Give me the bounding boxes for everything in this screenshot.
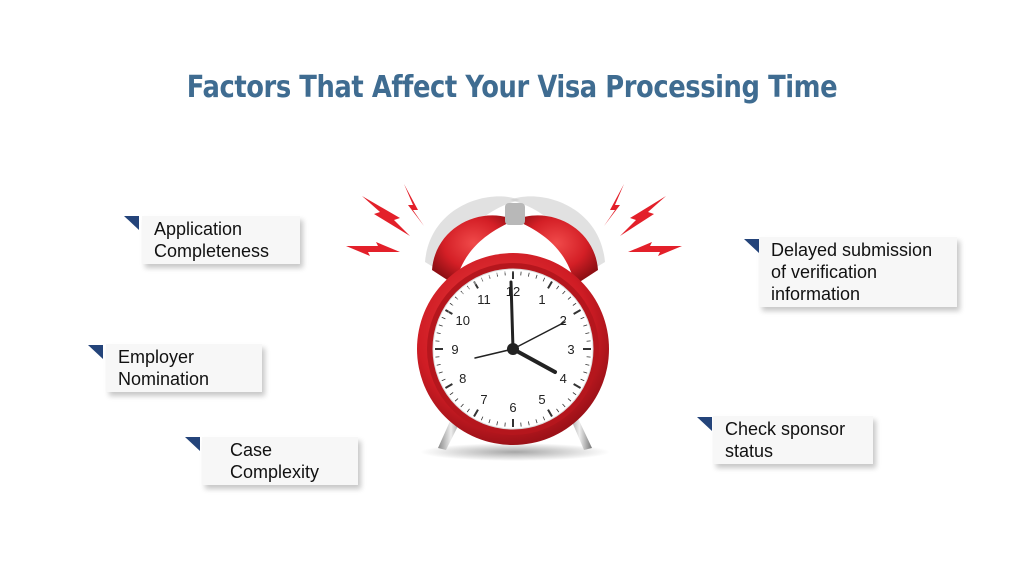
- clock-tick: [466, 408, 470, 413]
- ringing-bolts-right-icon: [604, 184, 682, 256]
- factor-marker-employer: [88, 345, 103, 359]
- clock-tick: [583, 324, 588, 327]
- clock-tick: [573, 309, 582, 315]
- factor-marker-delayed: [744, 239, 759, 253]
- clock-tick: [436, 332, 441, 335]
- clock-tick: [573, 383, 582, 389]
- factor-check-sponsor: Check sponsor status: [713, 416, 873, 464]
- clock-tick: [583, 371, 588, 374]
- clock-tick: [460, 403, 464, 408]
- clock-tick: [449, 302, 454, 306]
- page-title: Factors That Affect Your Visa Processing…: [186, 70, 838, 105]
- clock-tick: [480, 416, 484, 421]
- clock-number: 5: [538, 392, 545, 407]
- clock-tick: [496, 272, 499, 277]
- clock-tick: [585, 332, 590, 335]
- clock-hands-icon: [474, 280, 566, 374]
- clock-tick: [580, 316, 585, 320]
- clock-tick: [542, 277, 546, 282]
- factor-delayed-submission: Delayed submission of verification infor…: [759, 237, 957, 307]
- clock-tick: [585, 363, 590, 366]
- clock-tick: [527, 272, 530, 277]
- clock-tick: [438, 324, 443, 327]
- clock-tick: [466, 285, 470, 290]
- clock-tick: [454, 296, 459, 300]
- clock-ticks: [435, 271, 591, 427]
- clock-number: 4: [560, 371, 567, 386]
- clock-tick: [488, 274, 491, 279]
- clock-shadow: [420, 443, 610, 461]
- clock-number: 2: [560, 313, 567, 328]
- clock-tick: [454, 398, 459, 402]
- clock-tick: [473, 280, 479, 289]
- clock-tick: [438, 371, 443, 374]
- clock-tick: [580, 378, 585, 382]
- clock-number: 11: [477, 292, 491, 307]
- alarm-bells-icon: [425, 196, 605, 285]
- factor-case-complexity: Case Complexity: [202, 437, 358, 485]
- clock-tick: [556, 408, 560, 413]
- clock-tick: [473, 409, 479, 418]
- clock-number: 3: [567, 342, 574, 357]
- clock-tick: [535, 274, 538, 279]
- clock-tick: [535, 419, 538, 424]
- clock-number: 10: [456, 313, 470, 328]
- factor-application-completeness: Application Completeness: [142, 216, 300, 264]
- clock-tick: [562, 290, 566, 295]
- clock-tick: [449, 392, 454, 396]
- clock-tick: [547, 280, 553, 289]
- factor-marker-case: [185, 437, 200, 451]
- clock-tick: [547, 409, 553, 418]
- clock-tick: [556, 285, 560, 290]
- factor-employer-nomination: Employer Nomination: [106, 344, 262, 392]
- clock-number: 6: [509, 400, 516, 415]
- clock-number: 1: [538, 292, 545, 307]
- clock-tick: [444, 383, 453, 389]
- clock-tick: [480, 277, 484, 282]
- clock-tick: [567, 296, 572, 300]
- clock-tick: [441, 316, 446, 320]
- clock-tick: [436, 363, 441, 366]
- clock-number: 7: [480, 392, 487, 407]
- ringing-bolts-left-icon: [346, 184, 424, 256]
- clock-tick: [444, 309, 453, 315]
- clock-number: 12: [506, 284, 520, 299]
- clock-number: 8: [459, 371, 466, 386]
- clock-tick: [572, 392, 577, 396]
- factor-marker-application: [124, 216, 139, 230]
- clock-tick: [527, 421, 530, 426]
- clock-tick: [441, 378, 446, 382]
- clock-tick: [496, 421, 499, 426]
- clock-tick: [460, 290, 464, 295]
- clock-tick: [542, 416, 546, 421]
- clock-tick: [562, 403, 566, 408]
- clock-number: 9: [451, 342, 458, 357]
- clock-tick: [488, 419, 491, 424]
- clock-tick: [572, 302, 577, 306]
- clock-tick: [567, 398, 572, 402]
- factor-marker-sponsor: [697, 417, 712, 431]
